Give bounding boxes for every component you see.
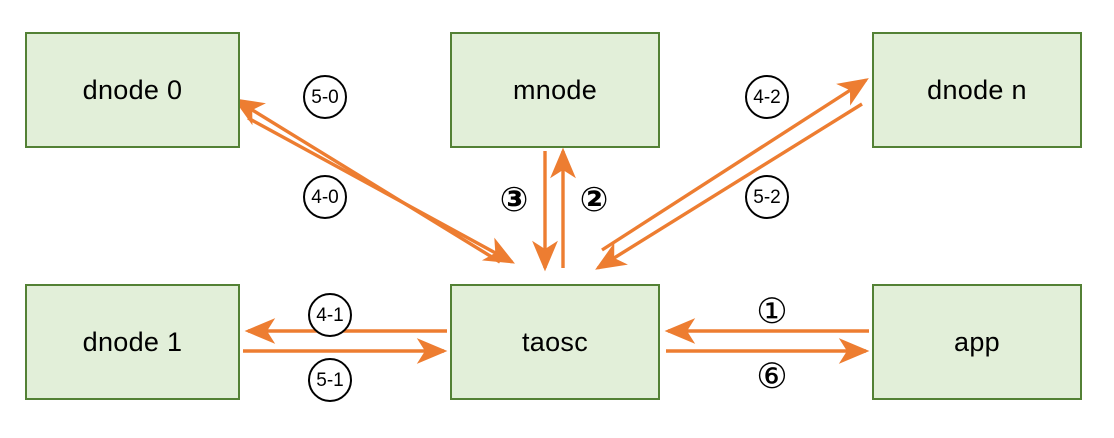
step-badge-6: ⑥ <box>756 356 788 397</box>
node-label: dnode 0 <box>82 74 183 105</box>
node-label: mnode <box>512 74 598 105</box>
edge-4-0 <box>247 116 515 264</box>
step-badge-4-1: 4-1 <box>308 293 352 337</box>
node-label: app <box>954 326 1000 357</box>
step-badge-5-0: 5-0 <box>303 75 347 119</box>
node-dnode-n[interactable]: dnode n <box>872 32 1082 148</box>
step-badge-3: ③ <box>499 180 529 220</box>
step-badge-5-2: 5-2 <box>745 175 789 219</box>
edge-4-2 <box>601 78 869 252</box>
node-taosc[interactable]: taosc <box>450 284 660 400</box>
node-label: dnode n <box>927 74 1027 105</box>
edge-5-0 <box>233 98 501 264</box>
edge-5-2 <box>595 102 863 270</box>
node-label: dnode 1 <box>82 326 183 357</box>
node-mnode[interactable]: mnode <box>450 32 660 148</box>
step-badge-5-1: 5-1 <box>308 358 352 402</box>
node-dnode-0[interactable]: dnode 0 <box>25 32 240 148</box>
step-badge-1: ① <box>756 291 788 332</box>
step-badge-4-0: 4-0 <box>303 175 347 219</box>
step-badge-4-2: 4-2 <box>745 75 789 119</box>
step-badge-2: ② <box>579 180 609 220</box>
node-label: taosc <box>521 326 589 357</box>
node-app[interactable]: app <box>872 284 1082 400</box>
node-dnode-1[interactable]: dnode 1 <box>25 284 240 400</box>
